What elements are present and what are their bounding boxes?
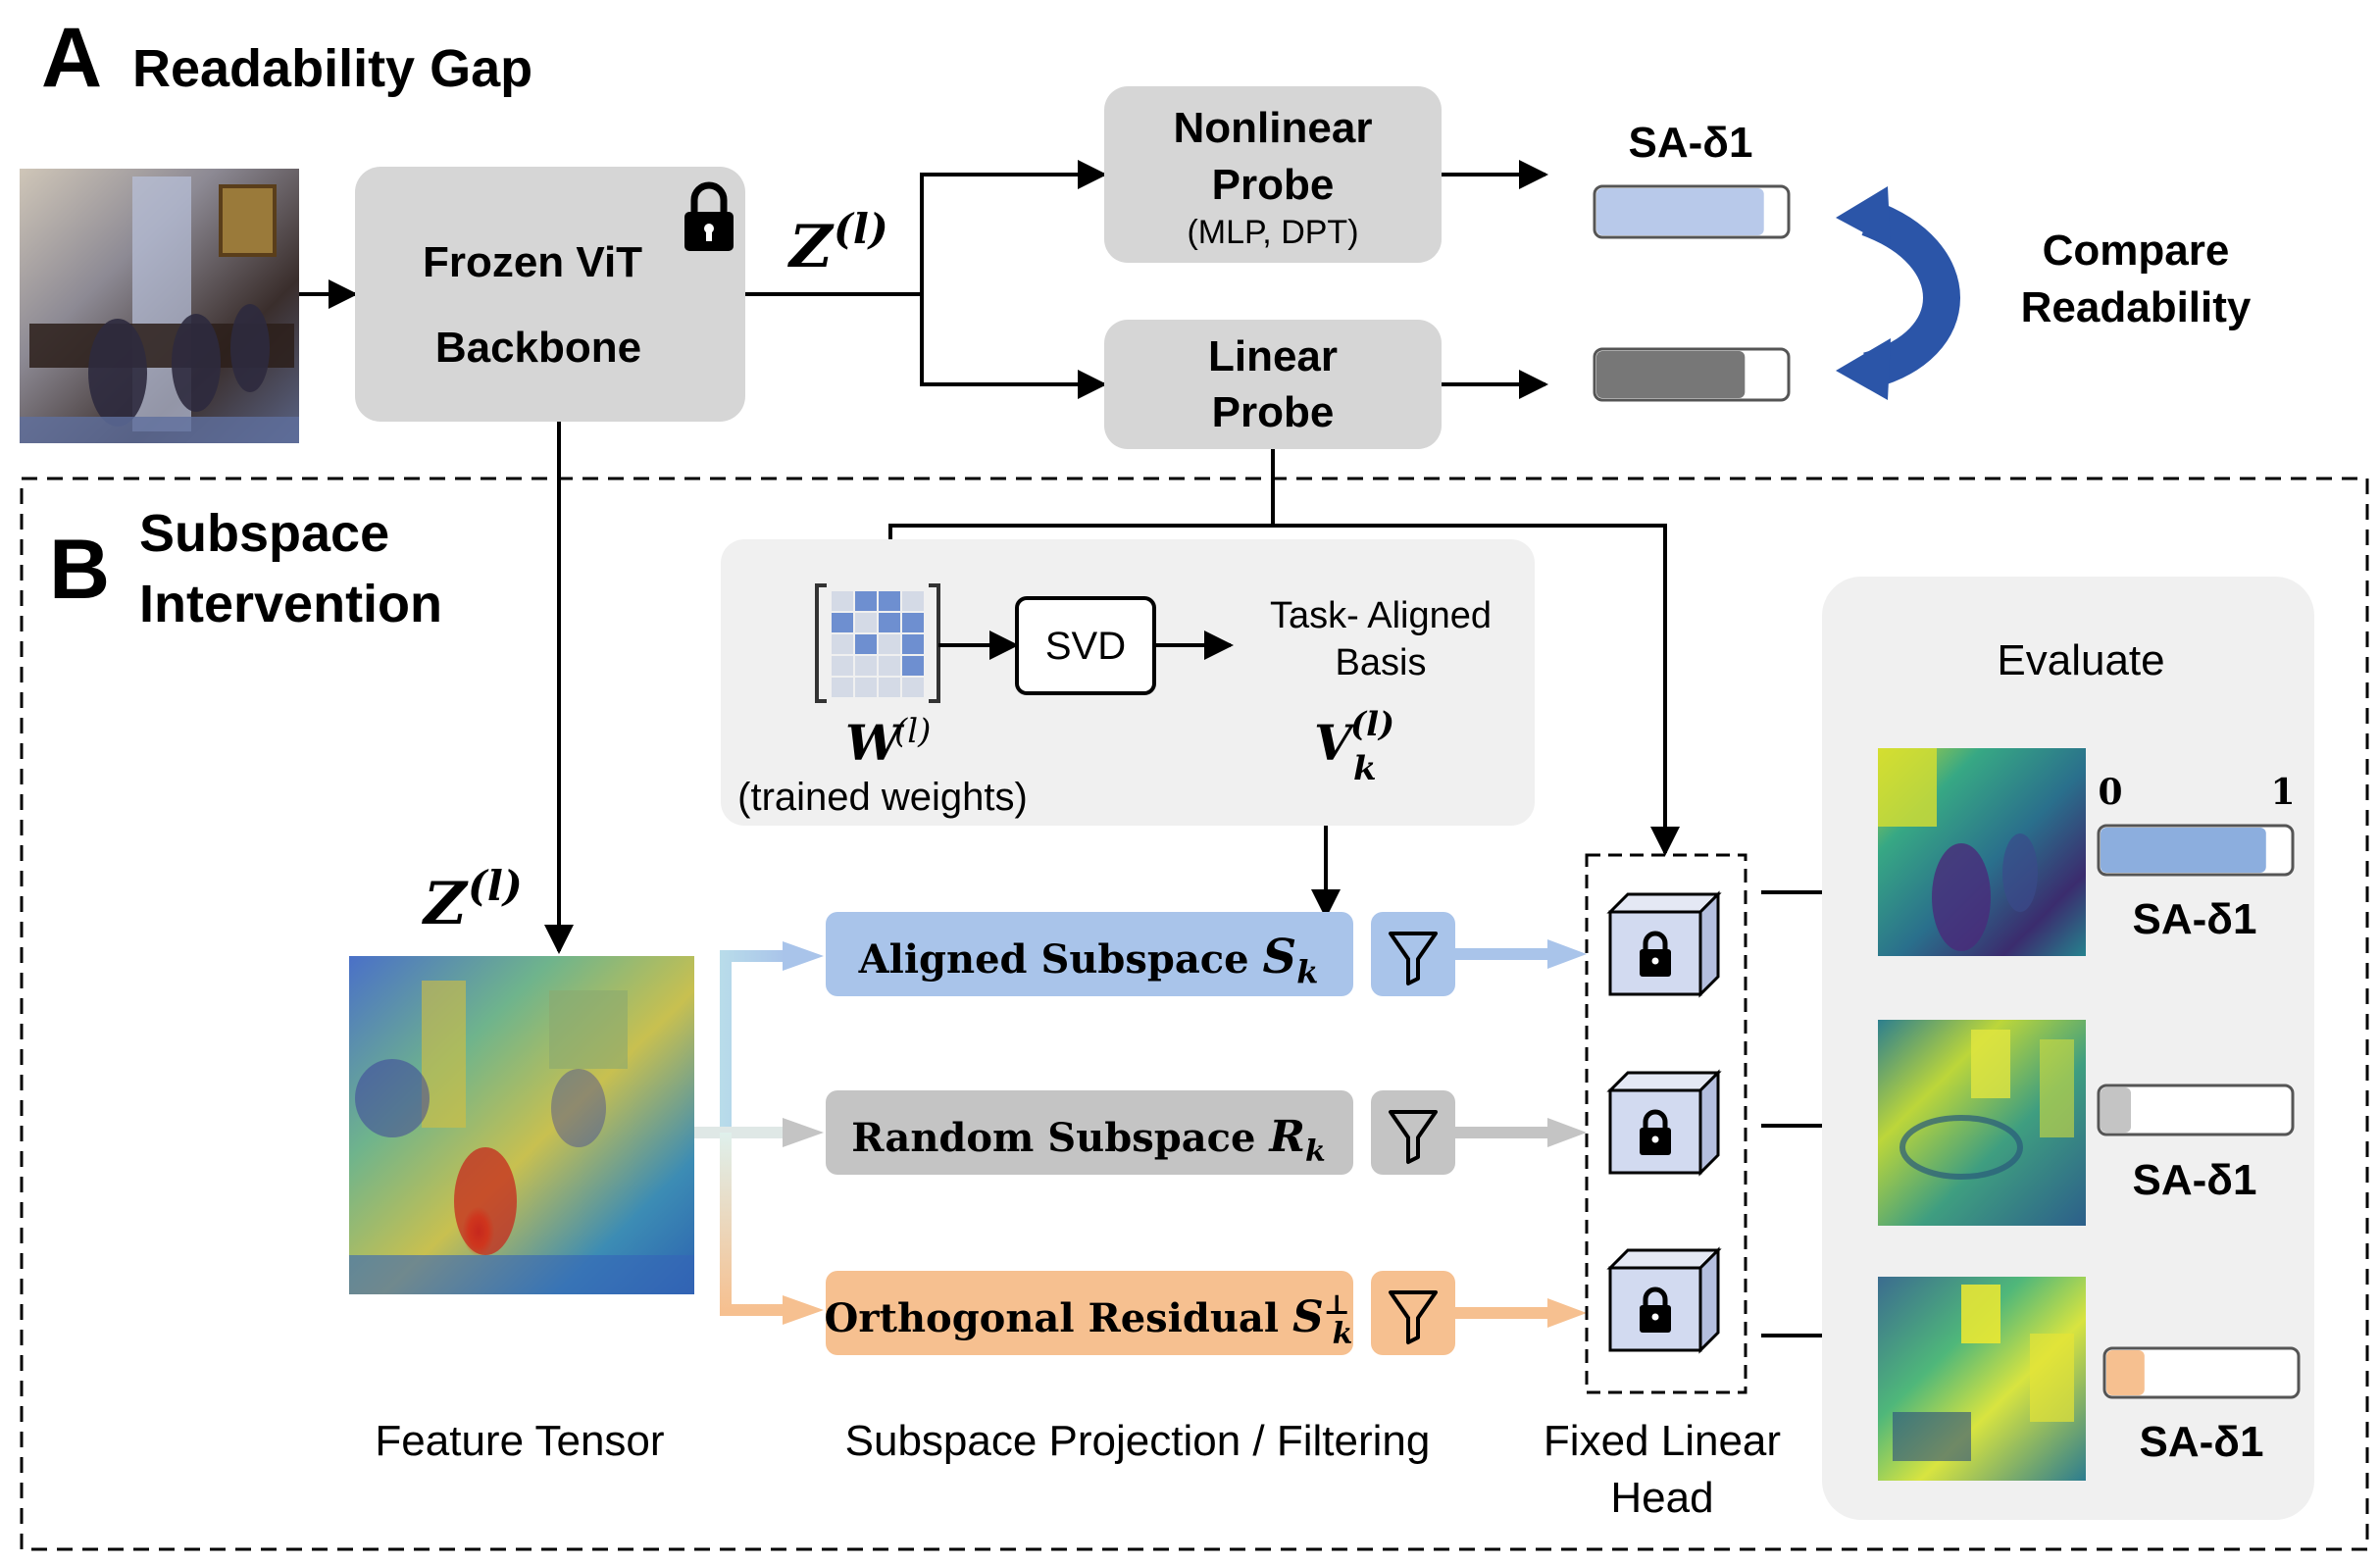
metric-label-orthogonal: SA-δ1 [2140, 1418, 2264, 1466]
linear-probe-line2: Probe [1212, 388, 1335, 436]
feature-tensor-heatmap [349, 956, 694, 1294]
aligned-subspace-box [826, 912, 1353, 996]
metric-label-random: SA-δ1 [2133, 1156, 2257, 1204]
matrix-cell [832, 613, 853, 632]
weight-matrix-icon [815, 583, 940, 703]
fixed-linear-head-frame [1585, 853, 1747, 1394]
matrix-cell [832, 678, 853, 697]
metric-label-aligned: SA-δ1 [2133, 895, 2257, 943]
matrix-cell [902, 678, 924, 697]
backbone-label-line1: Frozen ViT [423, 238, 642, 286]
arrow-random-to-head [1455, 1118, 1587, 1147]
matrix-cell [855, 634, 877, 654]
axis-max-label: 1 [2270, 772, 2295, 813]
nonlinear-score-bar [1593, 184, 1791, 239]
caption-projection: Subspace Projection / Filtering [845, 1417, 1431, 1465]
compare-curved-arrow-icon [1836, 186, 1960, 400]
v-sub: k [1353, 749, 1377, 788]
matrix-cell [832, 591, 853, 611]
matrix-cell [902, 591, 924, 611]
panel-b-dashed-frame [20, 477, 2369, 1551]
orthogonal-score-bar [2102, 1346, 2301, 1399]
evaluate-label: Evaluate [1997, 636, 2164, 684]
matrix-cell [879, 678, 900, 697]
matrix-cell [879, 656, 900, 676]
lock-icon [684, 181, 734, 251]
w-super: (l) [894, 712, 931, 751]
panel-b-title-line1: Subspace [139, 504, 389, 563]
aligned-subspace-label: Aligned Subspace Sk [858, 930, 1319, 990]
matrix-cell [832, 656, 853, 676]
filter-icon-random [1371, 1090, 1455, 1175]
compare-line2: Readability [2021, 283, 2252, 331]
arrow-orthogonal-to-head [1455, 1298, 1587, 1328]
panel-a-letter: A [41, 11, 102, 105]
nonlinear-probe-line1: Nonlinear [1174, 104, 1373, 152]
locked-cube-icon [1606, 890, 1722, 998]
matrix-cell [855, 656, 877, 676]
matrix-cell [832, 634, 853, 654]
matrix-cell [902, 613, 924, 632]
caption-feature-tensor: Feature Tensor [375, 1417, 664, 1465]
compare-line1: Compare [2043, 227, 2230, 275]
v-super: (l) [1350, 705, 1394, 744]
random-score-bar [2097, 1084, 2295, 1136]
z-symbol-b: Z [422, 870, 469, 938]
matrix-cell [855, 613, 877, 632]
random-subspace-box [826, 1090, 1353, 1175]
depth-map-random [1878, 1020, 2086, 1226]
caption-head-line2: Head [1610, 1474, 1713, 1522]
matrix-cell [879, 613, 900, 632]
nonlinear-probe-line2: Probe [1212, 161, 1335, 209]
connector-backbone-probes [745, 173, 1103, 386]
orthogonal-residual-label: Orthogonal Residual S⊥k [825, 1288, 1353, 1351]
matrix-cell [855, 678, 877, 697]
input-room-image [20, 169, 299, 443]
z-super-a: (l) [834, 205, 888, 253]
backbone-label-line2: Backbone [435, 324, 641, 372]
orthogonal-residual-box [826, 1271, 1353, 1355]
panel-a-title: Readability Gap [132, 39, 532, 98]
basis-line1: Task- Aligned [1270, 595, 1492, 636]
linear-probe [1104, 320, 1442, 449]
matrix-cell [902, 656, 924, 676]
nonlinear-probe-sub: (MLP, DPT) [1187, 214, 1358, 251]
axis-min-label: 0 [2098, 772, 2122, 813]
z-symbol-a: Z [787, 213, 835, 281]
panel-b-title-line2: Intervention [139, 575, 442, 633]
matrix-cell [902, 634, 924, 654]
caption-head-line1: Fixed Linear [1544, 1417, 1781, 1465]
z-super-b: (l) [468, 862, 523, 910]
panel-b-letter: B [49, 523, 110, 617]
random-subspace-label: Random Subspace Rk [851, 1112, 1326, 1169]
depth-map-aligned [1878, 748, 2086, 956]
frozen-vit-backbone [355, 167, 745, 422]
panel-a: A Readability Gap Frozen ViT Backbone Z … [20, 11, 2252, 449]
aligned-score-bar [2097, 824, 2295, 877]
panel-b: B Subspace Intervention SVD W (l) (train… [20, 422, 2369, 1551]
matrix-cell [855, 591, 877, 611]
depth-map-orthogonal [1878, 1277, 2086, 1481]
nonlinear-probe [1104, 86, 1442, 263]
fanout-arrows [694, 941, 824, 1325]
locked-cube-icon [1606, 1069, 1722, 1177]
basis-line2: Basis [1336, 642, 1427, 683]
matrix-cell [879, 591, 900, 611]
arrow-aligned-to-head [1455, 939, 1587, 969]
w-caption: (trained weights) [737, 776, 1028, 819]
metric-label-a: SA-δ1 [1629, 119, 1753, 167]
w-symbol: W [845, 714, 905, 772]
linear-probe-line1: Linear [1208, 332, 1338, 380]
matrix-cell [879, 634, 900, 654]
svd-label: SVD [1045, 625, 1126, 668]
v-symbol: V [1314, 714, 1357, 772]
filter-icon-orthogonal [1371, 1271, 1455, 1355]
connector-probe-to-head [1273, 524, 1680, 856]
locked-cube-icon [1606, 1246, 1722, 1354]
filter-icon-aligned [1371, 912, 1455, 996]
linear-score-bar [1593, 347, 1791, 402]
